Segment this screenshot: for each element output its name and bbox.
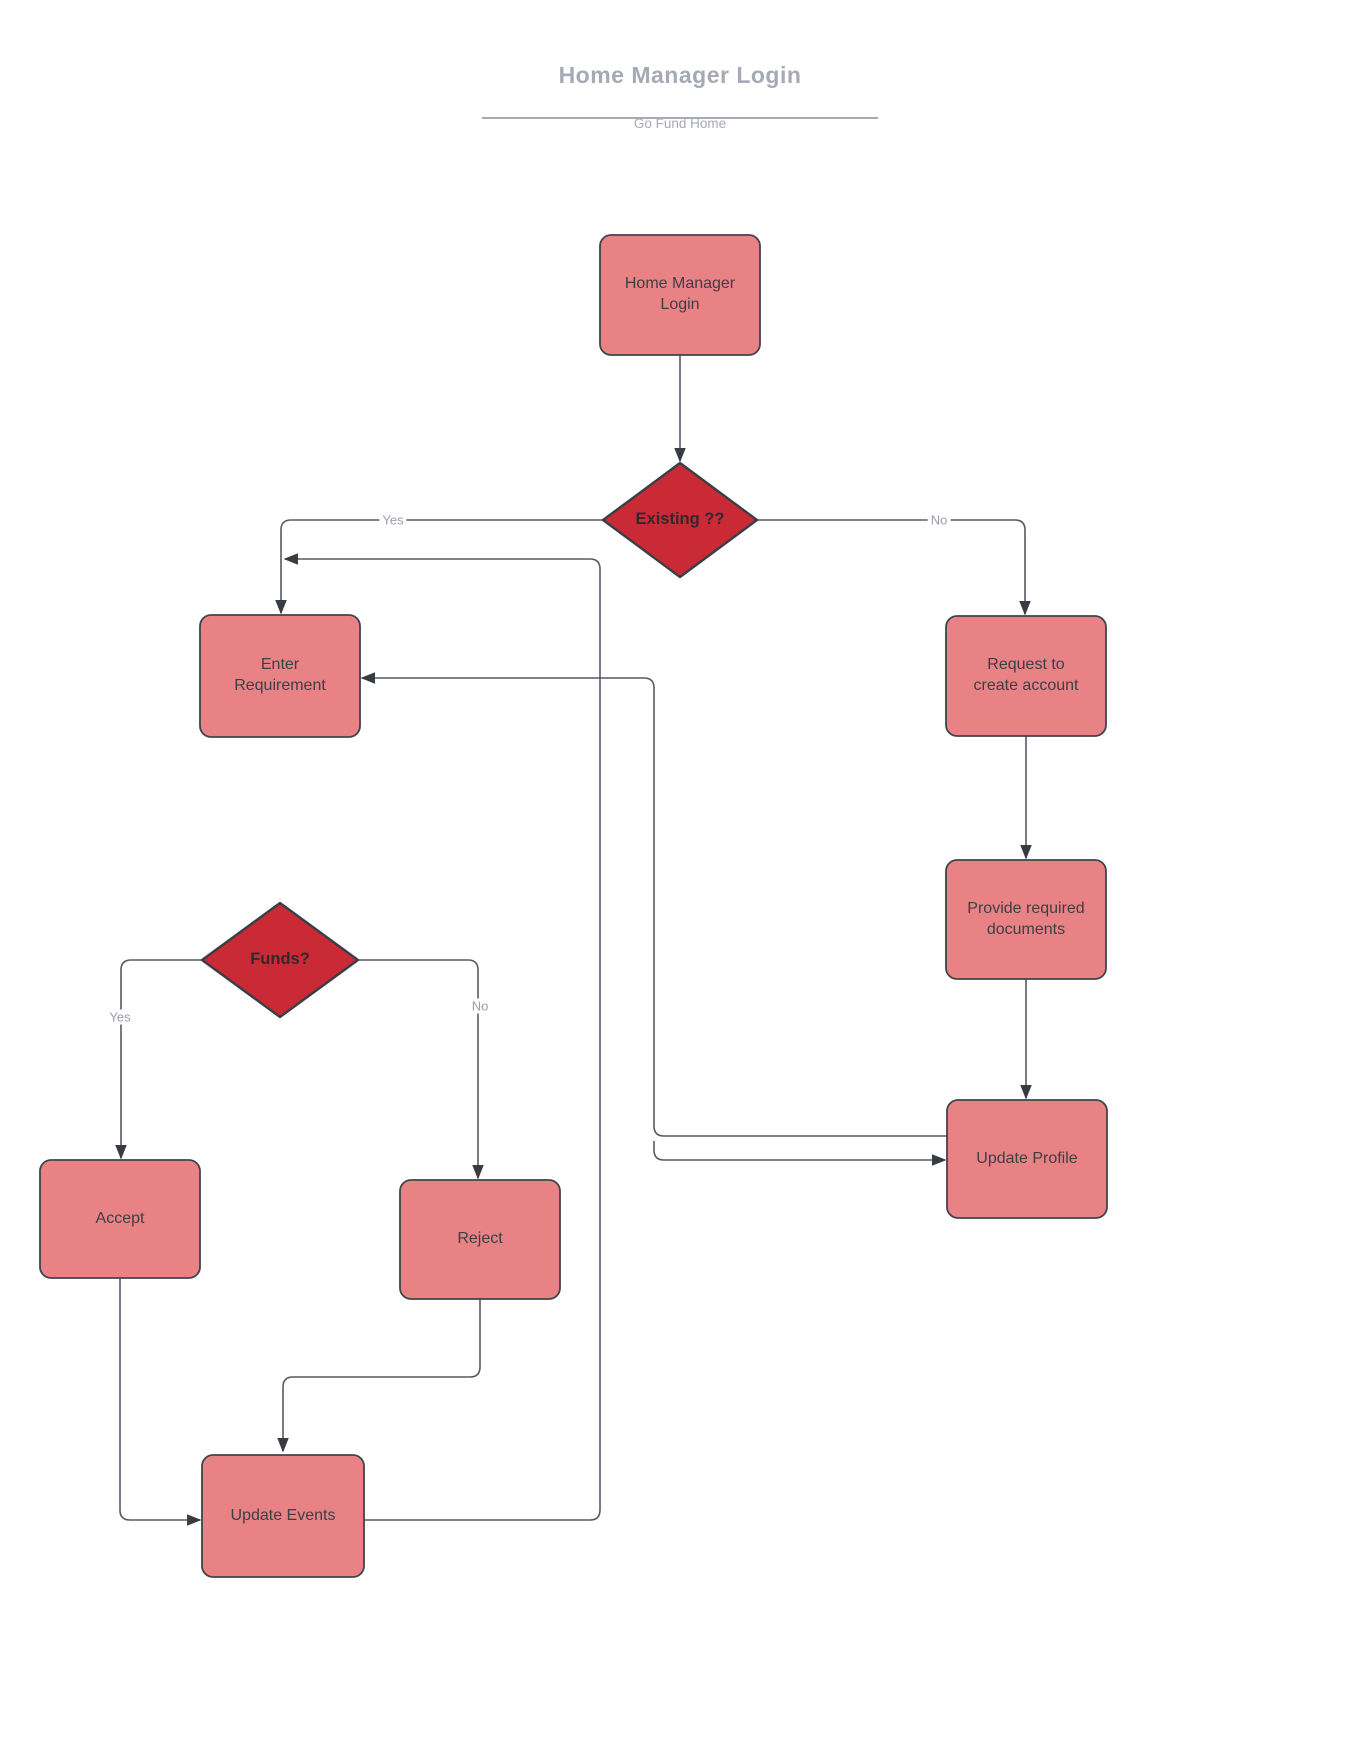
node-funds-decision [200, 901, 360, 1019]
edge-into-profile [653, 1141, 947, 1166]
edge-profile-to-requirement [360, 672, 947, 1137]
edge-funds-yes [115, 959, 202, 1160]
node-provide-required-documents [945, 859, 1107, 980]
node-home-manager-login [599, 234, 761, 356]
node-request-create-account [945, 615, 1107, 737]
edge-events-loop-back [283, 553, 601, 1521]
node-accept [39, 1159, 201, 1279]
node-reject [399, 1179, 561, 1300]
edge-existing-yes [275, 519, 603, 615]
edge-existing-no [757, 519, 1031, 616]
node-update-events [201, 1454, 365, 1578]
edge-reject-to-events [277, 1299, 481, 1453]
node-update-profile [946, 1099, 1108, 1219]
edge-accept-to-events [119, 1278, 202, 1526]
edge-funds-no [358, 959, 484, 1180]
node-enter-requirement [199, 614, 361, 738]
node-existing-decision [601, 461, 759, 579]
